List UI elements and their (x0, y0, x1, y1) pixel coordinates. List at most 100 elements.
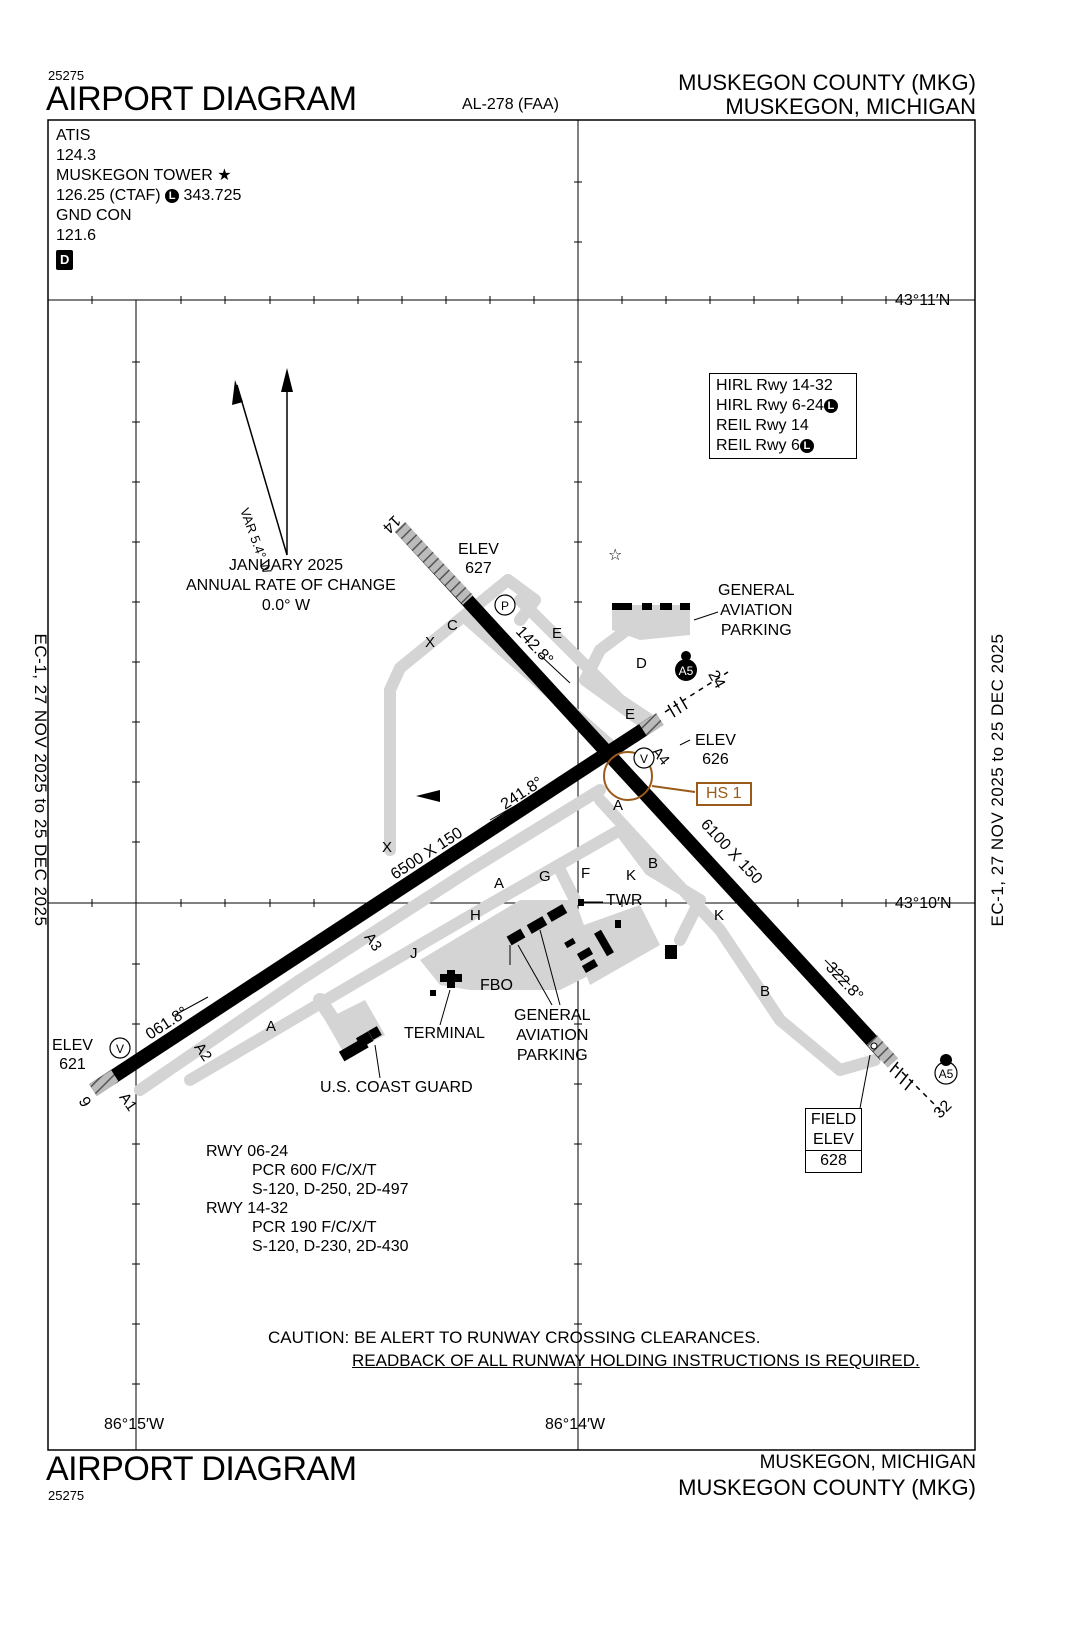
svg-text:A: A (266, 1018, 276, 1035)
annual-change: JANUARY 2025 ANNUAL RATE OF CHANGE 0.0° … (186, 556, 396, 616)
taxiways (134, 574, 881, 1096)
svg-text:F: F (581, 865, 590, 882)
elev-label: ELEV (458, 541, 499, 558)
atis-label: ATIS (56, 127, 91, 144)
fbo-label: FBO (480, 977, 513, 994)
ga-label-3: PARKING (720, 622, 792, 639)
runway-6-24 (89, 716, 659, 1096)
caution-line-2: READBACK OF ALL RUNWAY HOLDING INSTRUCTI… (352, 1351, 920, 1370)
l-badge-icon: L (823, 398, 838, 413)
ga-label-2: AVIATION (720, 602, 793, 619)
svg-text:C: C (447, 617, 458, 634)
chart-title-top: AIRPORT DIAGRAM (46, 80, 357, 118)
marker-a5-se: A5 (939, 1067, 954, 1081)
pcr-rwy1-label: RWY 06-24 (206, 1143, 289, 1160)
airport-name-bottom: MUSKEGON COUNTY (MKG) (678, 1475, 976, 1500)
approach-lights (664, 671, 941, 1111)
caution-line-1: CAUTION: BE ALERT TO RUNWAY CROSSING CLE… (268, 1328, 761, 1347)
svg-text:H: H (470, 907, 481, 924)
svg-text:A: A (613, 797, 623, 814)
lat-bottom: 43°10′N (895, 895, 952, 912)
buildings (338, 603, 690, 1062)
field-label-1: FIELD (810, 1111, 857, 1128)
city-bottom: MUSKEGON, MICHIGAN (759, 1452, 976, 1473)
ga-parking-s: GENERAL AVIATION PARKING (514, 1006, 590, 1066)
elev-value: 621 (59, 1056, 86, 1073)
marker-p: P (501, 599, 509, 613)
wind-cone-icon (416, 790, 440, 802)
volume-number-top: 25275 (48, 68, 85, 83)
field-elevation-box: FIELD ELEV 628 (805, 1108, 862, 1173)
tower-star-icon: ★ (217, 167, 232, 184)
svg-text:A: A (494, 875, 504, 892)
ga-label-1: GENERAL (718, 582, 795, 599)
pcr-block: RWY 06-24 PCR 600 F/C/X/T S-120, D-250, … (206, 1142, 409, 1256)
change-line-1: JANUARY 2025 (228, 557, 344, 574)
pcr-rwy2-label: RWY 14-32 (206, 1200, 289, 1217)
lon-left: 86°15′W (104, 1416, 165, 1433)
lon-right: 86°14′W (545, 1416, 606, 1433)
svg-text:K: K (626, 867, 636, 884)
pcr-rwy1-line1: PCR 600 F/C/X/T (252, 1162, 377, 1179)
tower-freq-ctaf: 126.25 (CTAF) (56, 187, 161, 204)
ga-label-2: AVIATION (516, 1027, 589, 1044)
pcr-rwy2-line2: S-120, D-230, 2D-430 (252, 1238, 409, 1255)
svg-text:B: B (760, 983, 770, 1000)
north-arrows (232, 368, 293, 556)
elev-24: ELEV 626 (695, 731, 736, 769)
marker-v-24: V (640, 752, 648, 766)
chart-frame (47, 119, 976, 1451)
heading-arrows (174, 654, 851, 1016)
svg-text:B: B (648, 855, 658, 872)
marker-a5-ne: A5 (679, 664, 694, 678)
hotspot-label: HS 1 (696, 782, 752, 806)
field-value: 628 (806, 1150, 861, 1171)
lighting-line-2: HIRL Rwy 6-24 (716, 397, 824, 414)
runway-32-label: 32 (931, 1097, 956, 1122)
marker-v-6: V (116, 1042, 124, 1056)
elev-label: ELEV (695, 732, 736, 749)
pcr-rwy2-line1: PCR 190 F/C/X/T (252, 1219, 377, 1236)
runway-6-label: 6 (76, 1093, 95, 1109)
svg-text:E: E (552, 625, 562, 642)
gnd-freq: 121.6 (56, 227, 97, 244)
lighting-line-1: HIRL Rwy 14-32 (716, 377, 833, 394)
field-label-2: ELEV (813, 1131, 854, 1148)
lat-top: 43°11′N (895, 292, 951, 309)
hotspot-circle (603, 751, 653, 801)
city-top: MUSKEGON, MICHIGAN (725, 94, 976, 119)
tower-freq-mil: 343.725 (183, 187, 242, 204)
beacon-icon: ☆ (608, 547, 622, 564)
svg-text:G: G (539, 868, 551, 885)
taxiway-x-label: X (425, 634, 435, 651)
coast-guard-label: U.S. COAST GUARD (320, 1079, 473, 1096)
change-line-2: ANNUAL RATE OF CHANGE (186, 577, 396, 594)
svg-text:K: K (714, 907, 724, 924)
elev-label: ELEV (52, 1037, 93, 1054)
grid-ticks (91, 181, 887, 1385)
elev-6: ELEV 621 (52, 1036, 93, 1074)
lighting-line-4: REIL Rwy 6 (716, 437, 800, 454)
al-number: AL-278 (FAA) (462, 96, 559, 113)
ga-label-3: PARKING (516, 1047, 588, 1064)
ga-label-1: GENERAL (514, 1007, 591, 1024)
runway-14-32 (394, 522, 891, 1060)
volume-number-bottom: 25275 (48, 1488, 85, 1503)
chart-title-bottom: AIRPORT DIAGRAM (46, 1450, 357, 1488)
tower-label-map: TWR (606, 892, 643, 909)
change-line-3: 0.0° W (261, 597, 311, 614)
frequency-panel: ATIS 124.3 MUSKEGON TOWER ★ 126.25 (CTAF… (56, 126, 241, 270)
atis-freq: 124.3 (56, 147, 97, 164)
elev-value: 627 (465, 560, 492, 577)
svg-text:E: E (625, 706, 635, 723)
ga-parking-ne: GENERAL AVIATION PARKING (718, 581, 794, 641)
d-badge-icon: D (56, 250, 74, 270)
airport-name-top: MUSKEGON COUNTY (MKG) (678, 70, 976, 95)
lighting-line-3: REIL Rwy 14 (716, 417, 809, 434)
elev-value: 626 (702, 751, 729, 768)
elev-14: ELEV 627 (458, 540, 499, 578)
terminal-label: TERMINAL (404, 1025, 485, 1042)
svg-text:X: X (382, 839, 392, 856)
